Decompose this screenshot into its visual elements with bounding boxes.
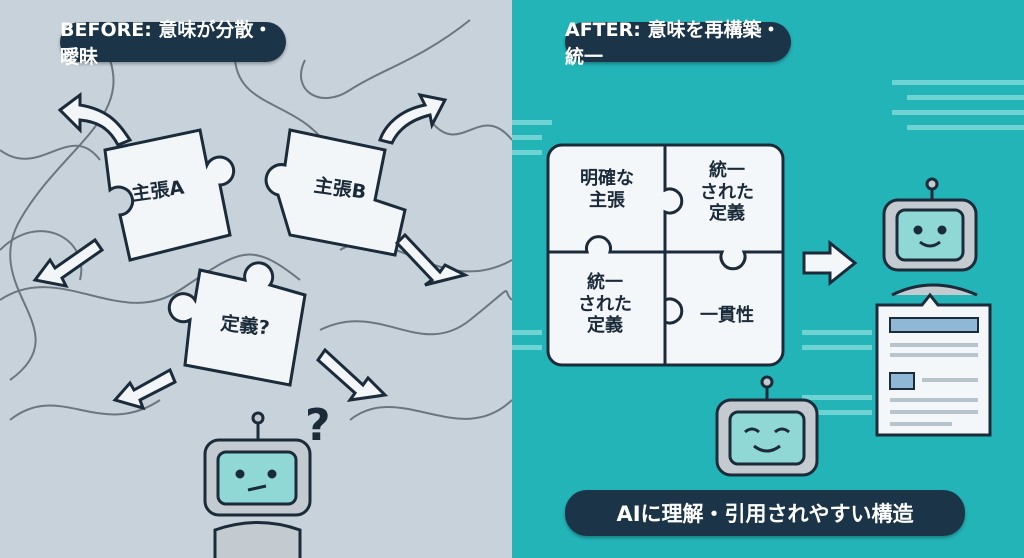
robot-happy	[715, 375, 819, 477]
after-title: AFTER: 意味を再構築・統一	[565, 19, 791, 68]
tangled-lines	[0, 19, 512, 558]
scatter-arrows	[32, 92, 470, 411]
robot-reading	[882, 177, 978, 297]
puzzle-piece-b	[264, 128, 407, 257]
before-title: BEFORE: 意味が分散・曖昧	[60, 19, 286, 68]
stripes	[512, 80, 1024, 415]
arrow-right-icon	[802, 239, 858, 287]
before-panel: BEFORE: 意味が分散・曖昧 主張A 主張B 定義? ?	[0, 0, 512, 558]
puzzle-label-4: 一貫性	[700, 305, 754, 326]
puzzle-piece-def	[167, 261, 307, 387]
caption-banner: AIに理解・引用されやすい構造	[565, 490, 965, 536]
document-icon	[875, 292, 992, 437]
question-mark: ?	[305, 400, 331, 451]
after-panel: AFTER: 意味を再構築・統一 明確な 主張 統一 された 定義 統一 された…	[512, 0, 1024, 558]
puzzle-label-2: 統一 された 定義	[700, 160, 754, 225]
puzzle-grid	[546, 143, 785, 367]
puzzle-label-1: 明確な 主張	[580, 168, 634, 211]
puzzle-piece-a	[103, 128, 236, 262]
after-graphics	[512, 80, 1024, 477]
robot-confused	[203, 411, 312, 558]
puzzle-label-3: 統一 された 定義	[578, 272, 632, 337]
